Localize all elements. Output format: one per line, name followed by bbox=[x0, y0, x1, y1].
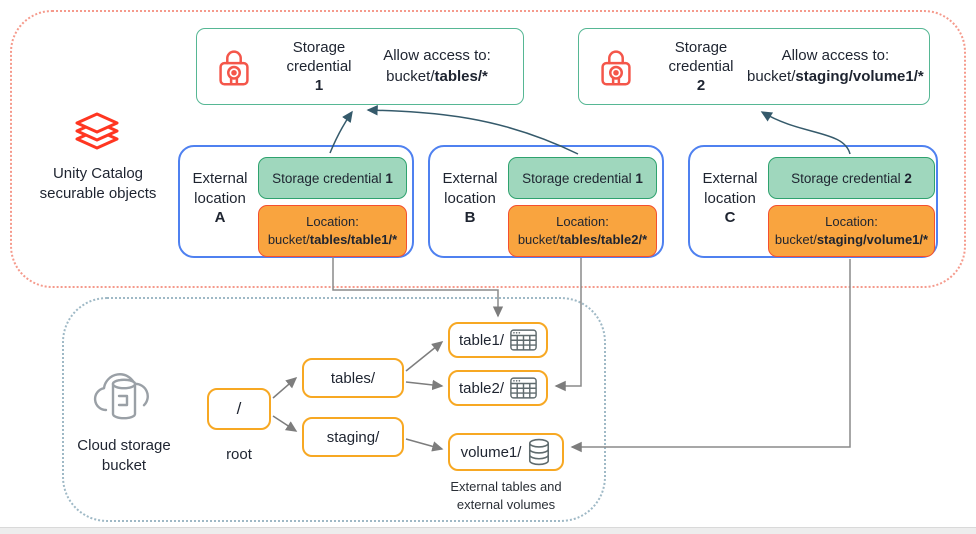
credential-name: Storage credential 2 bbox=[668, 38, 734, 95]
folder-staging-box: staging/ bbox=[302, 417, 404, 457]
page-footer-strip bbox=[0, 527, 976, 534]
credential-name: Storage credential 1 bbox=[286, 38, 352, 95]
table2-box: table2/ bbox=[448, 370, 548, 406]
external-location-label: External location C bbox=[702, 170, 758, 226]
unity-catalog-label: Unity Catalog securable objects bbox=[39, 165, 157, 203]
storage-credential-1-box: Storage credential 1 Allow access to: bu… bbox=[196, 28, 524, 105]
volume-cylinder-icon bbox=[529, 438, 550, 466]
external-location-label: External location B bbox=[442, 170, 498, 226]
location-chip: Location: bucket/staging/volume1/* bbox=[768, 205, 935, 257]
external-location-c-box: External location C Storage credential 2… bbox=[688, 145, 938, 258]
databricks-layers-icon bbox=[75, 112, 119, 150]
folder-tables-box: tables/ bbox=[302, 358, 404, 398]
external-location-b-box: External location B Storage credential 1… bbox=[428, 145, 664, 258]
credential-access: Allow access to: bucket/staging/volume1/… bbox=[747, 47, 924, 85]
external-objects-caption: External tables and external volumes bbox=[450, 479, 562, 512]
credential-access: Allow access to: bucket/tables/* bbox=[383, 47, 491, 85]
credential-chip: Storage credential 1 bbox=[258, 157, 407, 199]
table-icon bbox=[510, 377, 537, 399]
cloud-storage-icon bbox=[93, 373, 149, 420]
credential-chip: Storage credential 2 bbox=[768, 157, 935, 199]
external-location-label: External location A bbox=[192, 170, 248, 226]
table-icon bbox=[510, 329, 537, 351]
root-label: root bbox=[226, 446, 252, 463]
lock-icon bbox=[601, 49, 631, 85]
location-chip: Location: bucket/tables/table1/* bbox=[258, 205, 407, 257]
credential-chip: Storage credential 1 bbox=[508, 157, 657, 199]
table1-box: table1/ bbox=[448, 322, 548, 358]
root-box: / bbox=[207, 388, 271, 430]
volume1-box: volume1/ bbox=[448, 433, 564, 471]
cloud-storage-label: Cloud storage bucket bbox=[77, 437, 171, 475]
lock-icon bbox=[219, 49, 249, 85]
external-location-a-box: External location A Storage credential 1… bbox=[178, 145, 414, 258]
storage-credential-2-box: Storage credential 2 Allow access to: bu… bbox=[578, 28, 930, 105]
location-chip: Location: bucket/tables/table2/* bbox=[508, 205, 657, 257]
